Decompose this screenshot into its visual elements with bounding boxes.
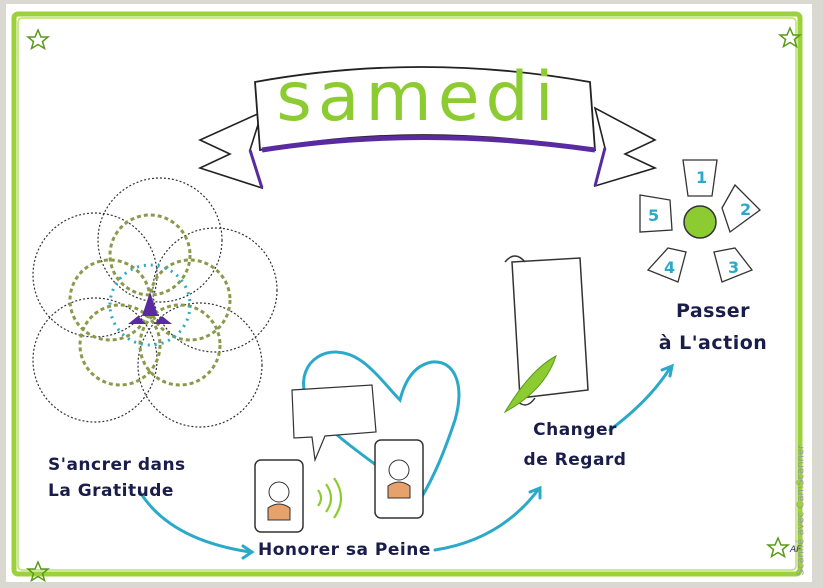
wheel-number-1: 1 bbox=[696, 168, 708, 187]
step-regard-line2: de Regard bbox=[523, 450, 627, 470]
title-banner bbox=[197, 66, 658, 190]
step-regard-line1: Changer bbox=[533, 420, 617, 440]
step-regard-label: Changer de Regard bbox=[515, 415, 635, 475]
speech-bubble bbox=[291, 384, 377, 463]
step-gratitude-line2: La Gratitude bbox=[48, 481, 174, 501]
step-action-label: Passer à L'action bbox=[658, 295, 768, 359]
praying-hands-icon bbox=[128, 292, 172, 324]
page-title: samedi bbox=[276, 58, 560, 137]
star-icon bbox=[765, 536, 791, 559]
wheel-number-2: 2 bbox=[740, 200, 752, 219]
green-frame-inner bbox=[17, 17, 797, 571]
phone-right-icon bbox=[374, 439, 424, 519]
wheel-number-4: 4 bbox=[664, 258, 676, 277]
phone-left-icon bbox=[254, 459, 304, 533]
step-peine-label: Honorer sa Peine bbox=[258, 540, 431, 560]
green-frame bbox=[11, 11, 803, 577]
artist-initials: AF bbox=[790, 545, 802, 555]
action-wheel bbox=[639, 159, 761, 283]
sound-waves-icon bbox=[317, 477, 343, 519]
star-icon bbox=[777, 26, 803, 49]
scroll-icon bbox=[504, 255, 589, 406]
scanner-watermark: Scanné avec CamScanner bbox=[795, 444, 807, 576]
wheel-number-3: 3 bbox=[728, 258, 740, 277]
wheel-number-5: 5 bbox=[648, 206, 660, 225]
flow-arrows bbox=[138, 363, 675, 560]
star-icon bbox=[25, 28, 51, 51]
step-gratitude-line1: S'ancrer dans bbox=[48, 455, 186, 475]
feather-quill-icon bbox=[503, 354, 557, 414]
blue-dotted-ring bbox=[108, 263, 192, 347]
star-icon bbox=[25, 560, 51, 583]
step-action-line2: à L'action bbox=[658, 332, 768, 354]
step-gratitude-label: S'ancrer dans La Gratitude bbox=[48, 452, 208, 504]
step-action-line1: Passer bbox=[675, 300, 751, 322]
